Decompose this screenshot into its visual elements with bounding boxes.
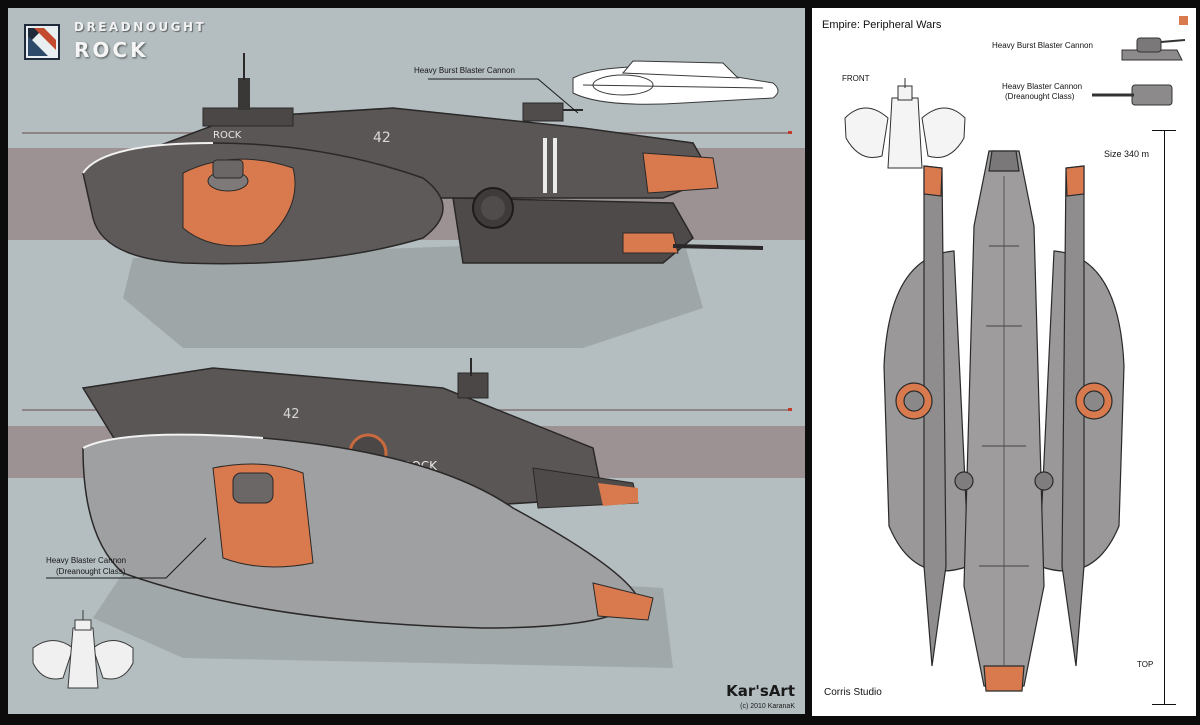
title-class: DREADNOUGHT [74,20,207,34]
orange-marker [1179,16,1188,25]
callout-heavy-burst-blaster: Heavy Burst Blaster Cannon [414,66,515,75]
top-view-label: TOP [1137,660,1154,669]
ship-side-view-bottom: 42 ROCK [81,358,673,668]
burst-cannon-icon [1121,37,1186,61]
artist-credit-copyright: (c) 2010 KaranaK [740,703,795,710]
concept-art-panel: DREADNOUGHT ROCK ROCK 42 [8,8,805,714]
front-view-label: FRONT [842,74,870,83]
ship-side-view-top: ROCK 42 [82,53,764,348]
dreadnought-logo-icon [24,24,60,60]
scale-bar-vertical [1164,130,1165,705]
weapon-label-burst: Heavy Burst Blaster Cannon [992,41,1093,50]
scale-bar-bottom-tick [1152,704,1176,705]
schematic-panel: Empire: Peripheral Wars FRONT Heavy Burs… [812,8,1196,716]
heavy-cannon-icon [1092,84,1173,106]
hull-name-text: ROCK [213,130,242,141]
weapon-label-heavy-2: (Dreanought Class) [1005,92,1075,101]
svg-text:42: 42 [283,407,300,422]
callout-heavy-blaster-2: (Dreanought Class) [56,567,126,576]
callout-heavy-blaster-1: Heavy Blaster Cannon [46,556,127,565]
front-view-wireframe [844,78,966,169]
hull-number-text: 42 [373,130,391,146]
artist-credit-brand: Kar'sArt [726,682,795,700]
ship-top-view [883,150,1125,692]
schematic-header: Empire: Peripheral Wars [822,19,942,31]
scale-bar-top-tick [1152,130,1176,131]
wireframe-top-right-thumbnail [572,60,779,105]
size-label: Size 340 m [1104,149,1150,159]
weapon-label-heavy-1: Heavy Blaster Cannon [1002,82,1083,91]
wireframe-bottom-left-thumbnail [32,610,134,689]
title-name: ROCK [74,38,149,62]
studio-credit: Corris Studio [824,687,882,698]
